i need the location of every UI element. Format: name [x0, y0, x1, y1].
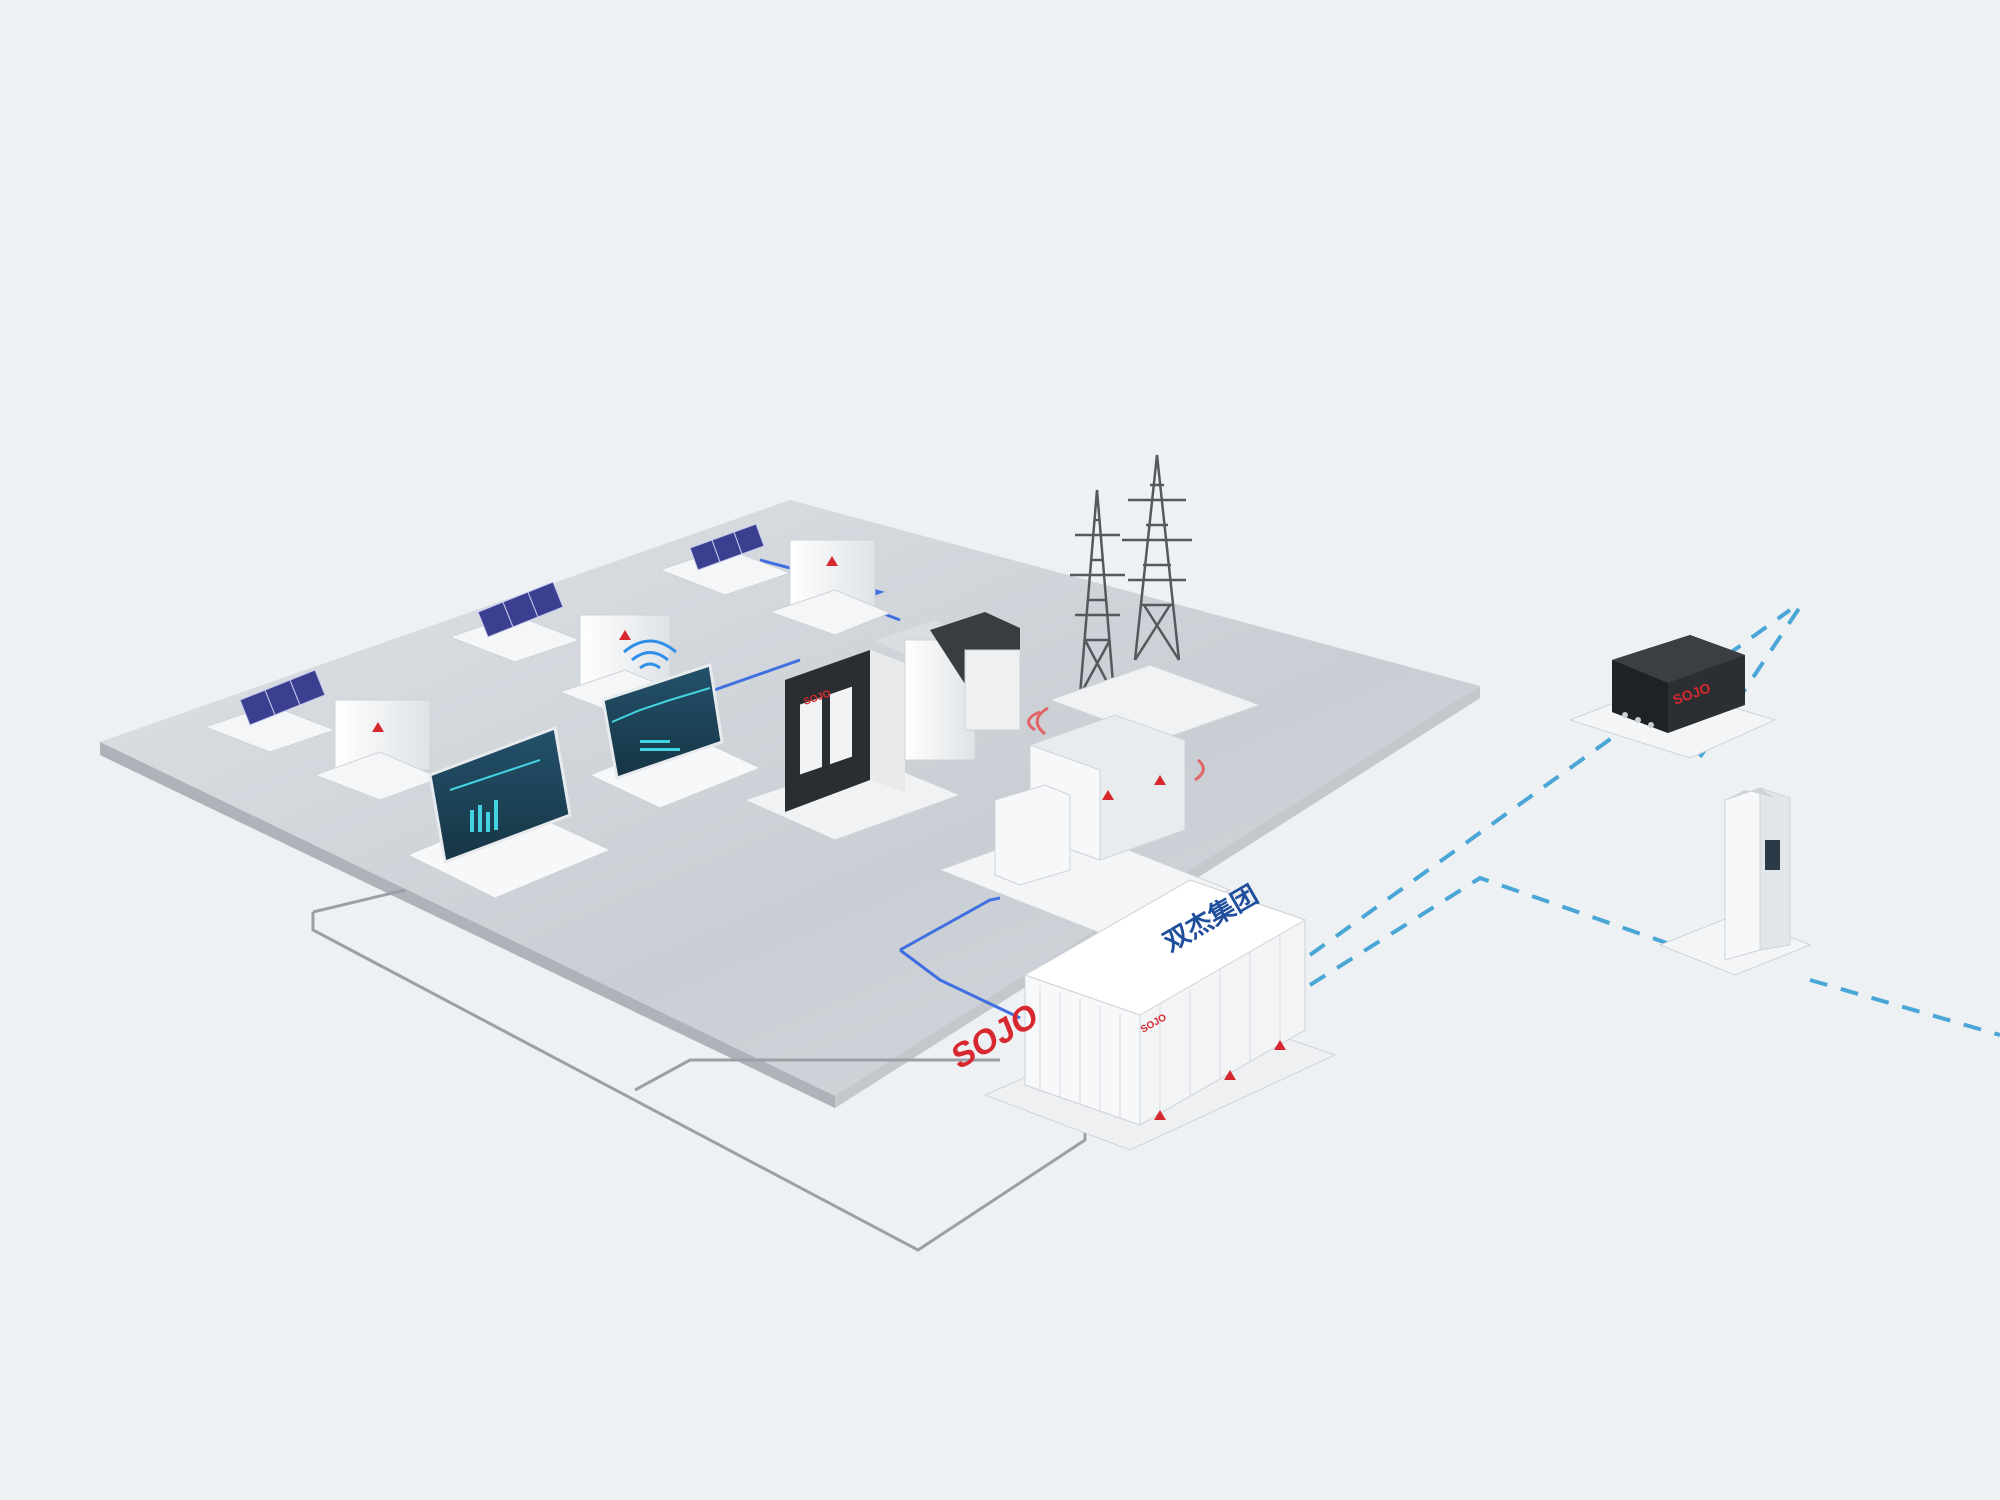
remote-controller: SOJO [1568, 635, 1777, 759]
monitor-laptop-2 [588, 639, 762, 809]
solar-panel-icon [239, 669, 326, 726]
sojo-container: SOJO 双杰集团 SOJO [947, 879, 1337, 1151]
warning-triangle-icon [1154, 775, 1166, 785]
warning-triangle-icon [1224, 1070, 1236, 1080]
transmission-tower-icon [1070, 489, 1125, 696]
warning-triangle-icon [1154, 1110, 1166, 1120]
monitor-laptop-1 [406, 725, 612, 899]
warning-triangle-icon [1102, 790, 1114, 800]
transformer [875, 612, 1021, 761]
solar-panel-icon [477, 581, 564, 638]
solar-unit-1 [203, 669, 442, 801]
charging-pile [1658, 787, 1812, 976]
warning-triangle-icon [619, 630, 631, 640]
transmission-tower-icon [1122, 454, 1192, 661]
solar-panel-icon [689, 523, 765, 571]
warning-triangle-icon [826, 556, 838, 566]
solar-unit-3 [658, 523, 892, 636]
warning-triangle-icon [1274, 1040, 1286, 1050]
red-arc-indicators [1027, 706, 1205, 782]
wifi-signal-icon [623, 639, 677, 670]
pcs-cabinet: SOJO [743, 650, 962, 841]
warning-triangle-icon [372, 722, 384, 732]
